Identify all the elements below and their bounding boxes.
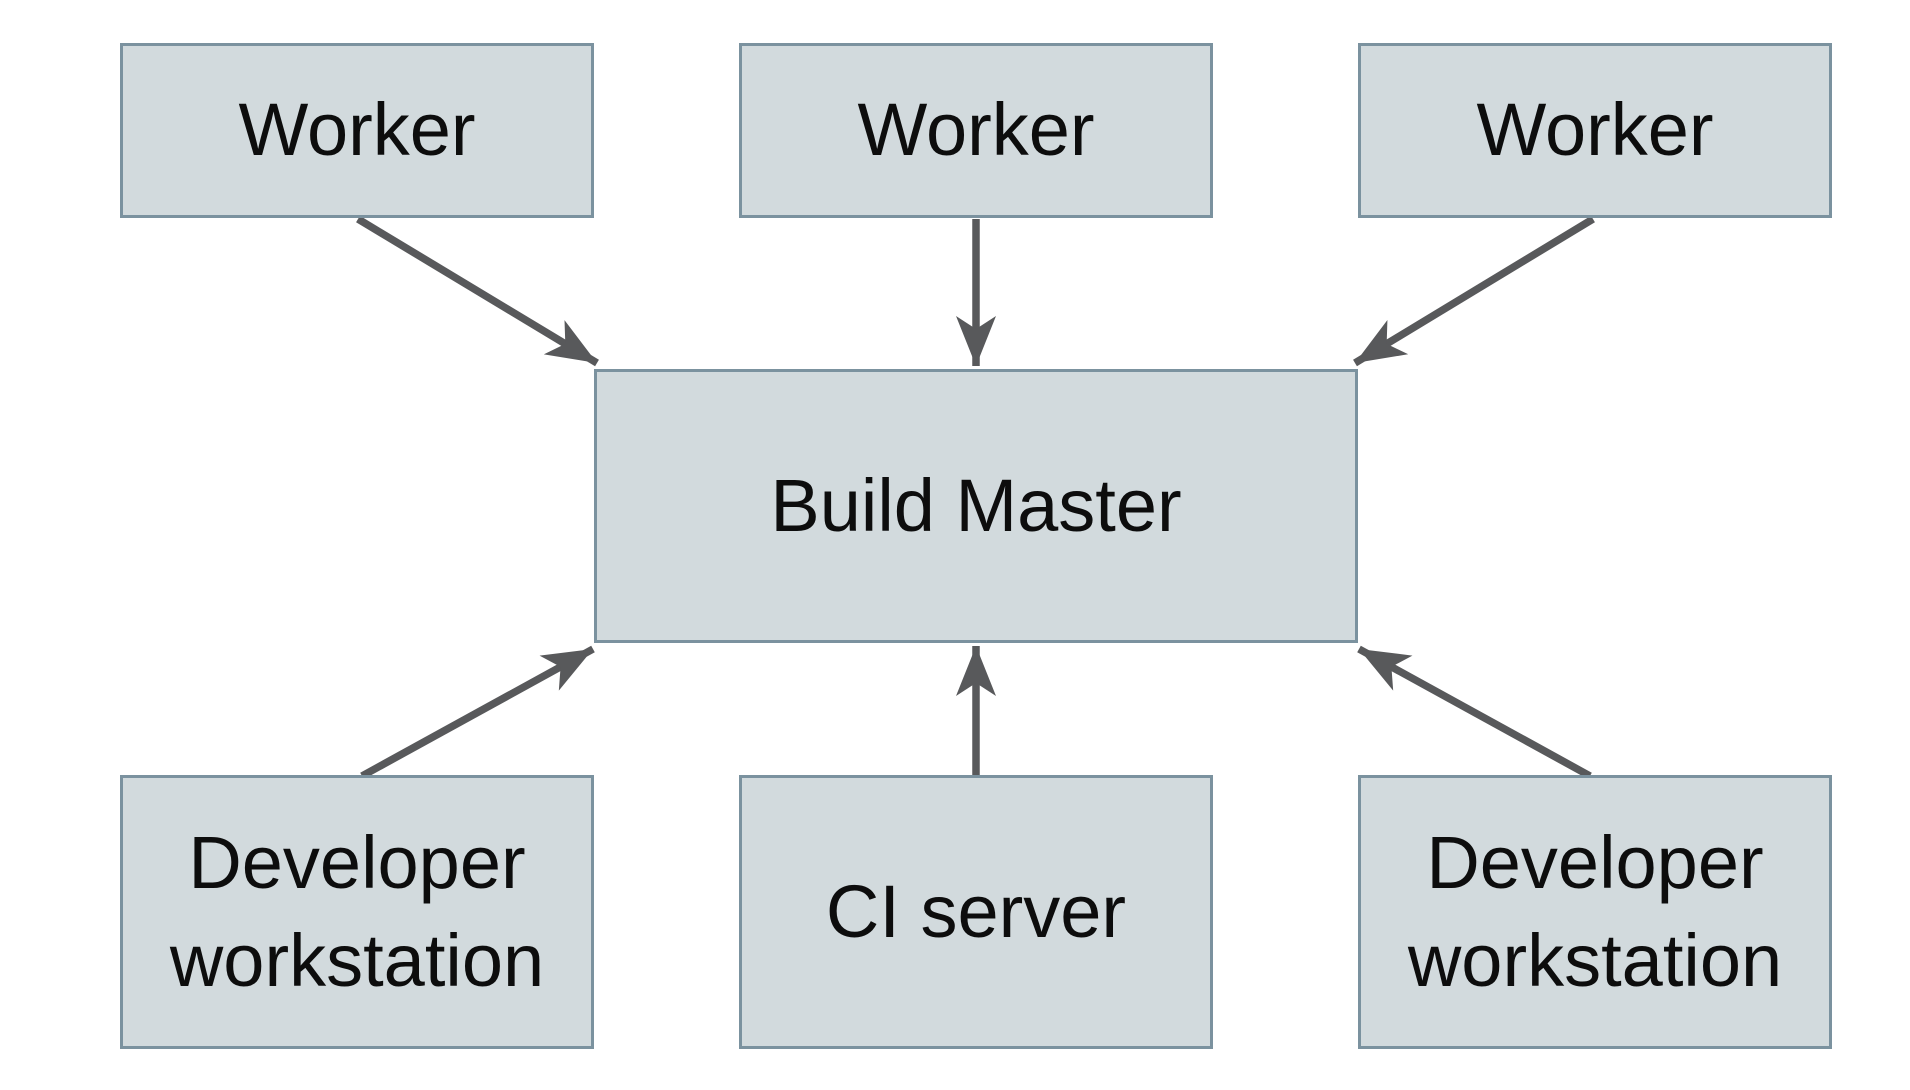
arrow-worker-3-to-build-master (1353, 215, 1595, 367)
node-label-dev-left: Developer workstation (169, 820, 545, 1002)
node-label-worker-3: Worker (1476, 88, 1714, 172)
node-dev-left[interactable]: Developer workstation (120, 775, 594, 1049)
node-label-worker-2: Worker (857, 88, 1095, 172)
arrow-dev-right-to-build-master (1357, 645, 1592, 780)
node-ci-server[interactable]: CI server (739, 775, 1213, 1049)
node-build-master[interactable]: Build Master (594, 369, 1358, 643)
arrow-worker-1-to-build-master (356, 215, 599, 367)
node-worker-3[interactable]: Worker (1358, 43, 1832, 218)
node-worker-2[interactable]: Worker (739, 43, 1213, 218)
node-label-ci-server: CI server (825, 869, 1127, 953)
node-worker-1[interactable]: Worker (120, 43, 594, 218)
node-label-build-master: Build Master (770, 463, 1182, 547)
node-label-dev-right: Developer workstation (1407, 820, 1783, 1002)
node-label-worker-1: Worker (238, 88, 476, 172)
node-dev-right[interactable]: Developer workstation (1358, 775, 1832, 1049)
arrow-dev-left-to-build-master (360, 645, 595, 780)
